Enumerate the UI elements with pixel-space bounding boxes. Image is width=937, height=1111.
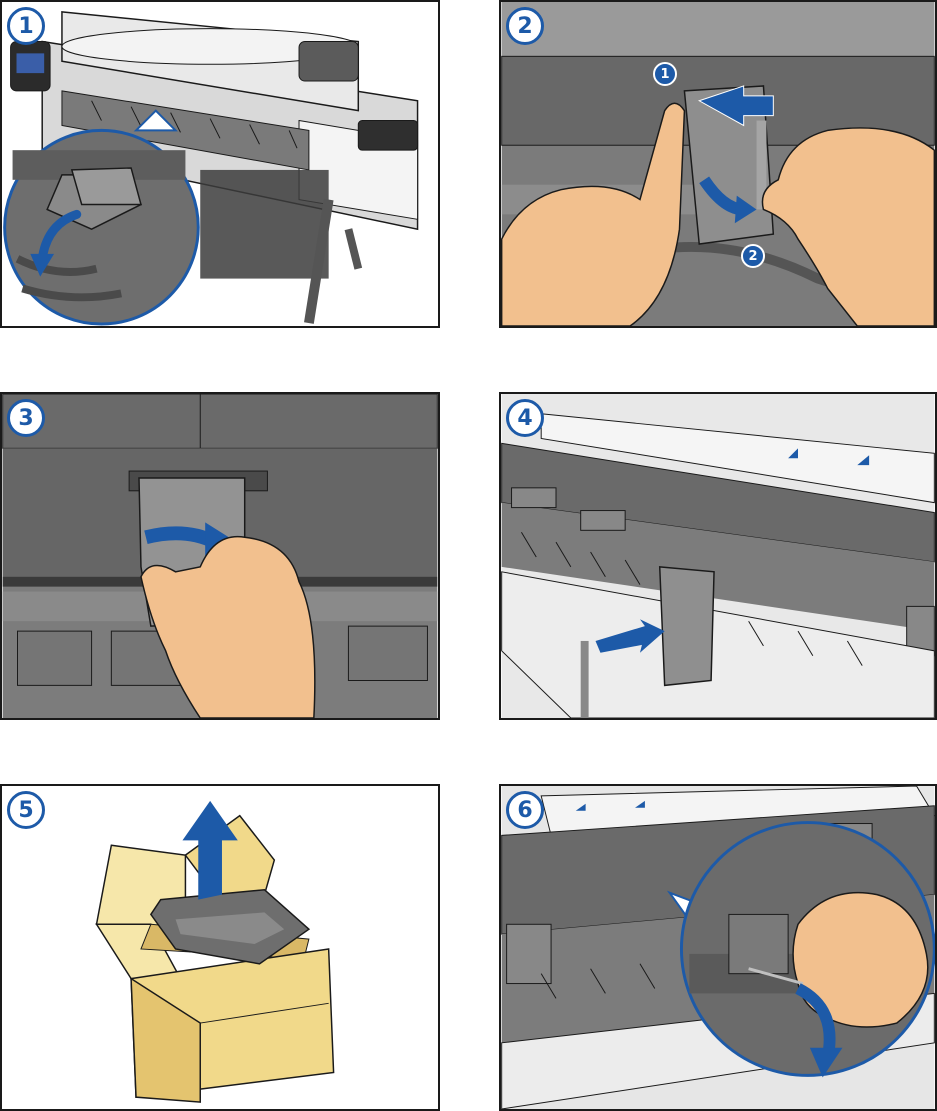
step-3-number-badge: 3 xyxy=(7,399,45,437)
cartridge-box-icon xyxy=(2,786,438,1109)
hand-pull-cartridge-icon xyxy=(2,394,438,718)
step-5-number-badge: 5 xyxy=(7,791,45,829)
printer-maintenance-cartridge-door-icon xyxy=(2,2,438,326)
step-6-panel: 6 xyxy=(499,784,937,1111)
hands-release-cartridge-icon xyxy=(501,2,935,326)
hand-close-latch-icon xyxy=(501,786,935,1109)
step-2-panel: 2 1 2 xyxy=(499,0,937,328)
cartridge-removed-icon xyxy=(501,394,935,718)
step-1-number-badge: 1 xyxy=(7,7,45,45)
step-4-number-badge: 4 xyxy=(506,399,544,437)
substep-1-badge: 1 xyxy=(653,62,677,86)
step-2-number-badge: 2 xyxy=(506,7,544,45)
substep-2-badge: 2 xyxy=(741,244,765,268)
step-5-panel: 5 xyxy=(0,784,440,1111)
step-1-panel: 1 xyxy=(0,0,440,328)
step-4-panel: 4 xyxy=(499,392,937,720)
step-6-number-badge: 6 xyxy=(506,791,544,829)
step-3-panel: 3 xyxy=(0,392,440,720)
